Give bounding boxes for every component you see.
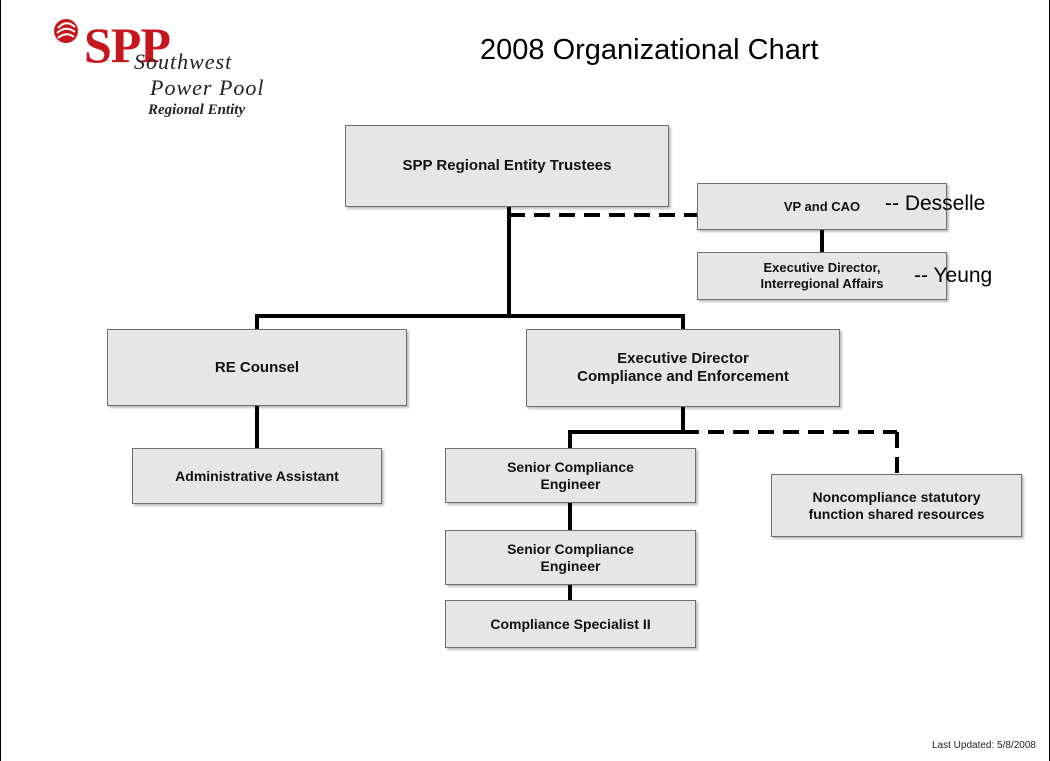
node-re-counsel: RE Counsel: [107, 329, 407, 406]
logo-southwest-text: Southwest: [134, 49, 233, 74]
node-trustees: SPP Regional Entity Trustees: [345, 125, 669, 207]
node-senior-engineer-2: Senior Compliance Engineer: [445, 530, 696, 585]
node-noncompliance-shared: Noncompliance statutory function shared …: [771, 474, 1022, 537]
sun-swirl-icon: [54, 19, 78, 43]
logo-power-pool-text: Power Pool: [150, 75, 265, 100]
node-admin-assistant: Administrative Assistant: [132, 448, 382, 504]
node-exec-interregional: Executive Director, Interregional Affair…: [697, 252, 947, 300]
node-vp-cao: VP and CAO: [697, 183, 947, 230]
chart-title: 2008 Organizational Chart: [480, 34, 819, 66]
logo-regional-entity-text: Regional Entity: [148, 102, 246, 118]
node-senior-engineer-1: Senior Compliance Engineer: [445, 448, 696, 503]
last-updated-text: Last Updated: 5/8/2008: [932, 740, 1036, 751]
interregional-name-annotation: -- Yeung: [914, 264, 993, 287]
node-exec-compliance: Executive Director Compliance and Enforc…: [526, 329, 840, 407]
node-compliance-specialist: Compliance Specialist II: [445, 600, 696, 648]
vp-cao-name-annotation: -- Desselle: [885, 192, 986, 215]
logo-mark: SPP: [84, 17, 171, 73]
